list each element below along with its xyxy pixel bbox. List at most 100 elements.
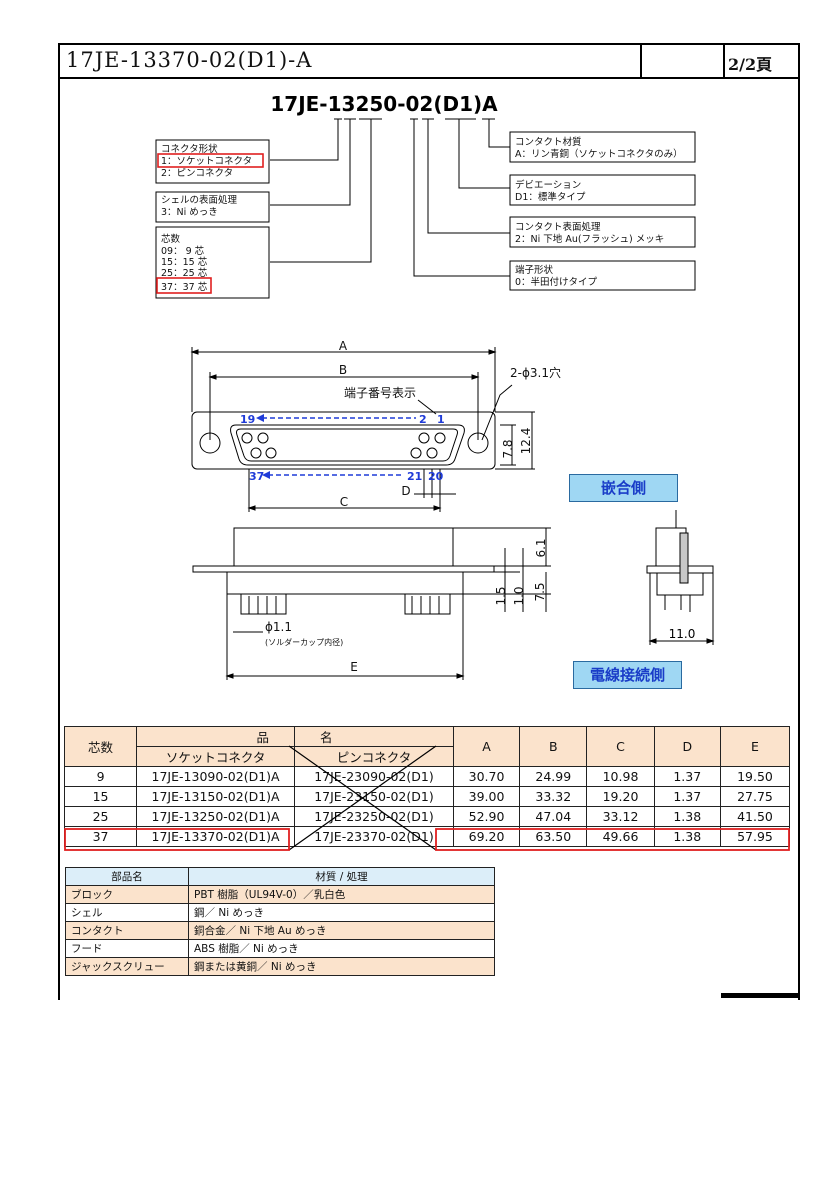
material-title: コンタクト材質 (515, 136, 582, 148)
shape-opt1: 1：ソケットコネクタ (161, 156, 252, 167)
dim-7-8: 7.8 (501, 439, 515, 458)
table-row-highlighted: 37 17JE-13370-02(D1)A 17JE-23370-02(D1) … (63, 826, 791, 847)
pins-o2: 15：15 芯 (161, 256, 208, 268)
cell: 41.50 (719, 806, 791, 827)
solder-cup-diameter: ϕ1.1 (265, 620, 292, 634)
cell: 57.95 (719, 826, 791, 847)
code-leader-lines (270, 118, 510, 277)
table-row: ブロック PBT 樹脂（UL94V-0）／乳白色 (65, 885, 495, 904)
socket-header: ソケットコネクタ (136, 746, 296, 767)
dim-b: B (339, 363, 347, 377)
dim-d: D (401, 484, 410, 498)
plating-opt: 2：Ni 下地 Au(フラッシュ) メッキ (515, 233, 664, 245)
cell: 17JE-13090-02(D1)A (136, 766, 296, 787)
title-divider (723, 45, 725, 77)
cell: 1.37 (653, 786, 721, 807)
col-pins-header: 芯数 (63, 726, 138, 767)
terminal-box (509, 260, 696, 291)
dim-1-0: 1.0 (512, 586, 526, 605)
shape-opt2: 2：ピンコネクタ (161, 168, 233, 179)
cell: 17JE-23250-02(D1) (294, 806, 454, 827)
col-name-header-a: 品 (136, 726, 296, 747)
pin-2-label: 2 (419, 413, 427, 426)
cell: 19.50 (719, 766, 791, 787)
cell: 鋼または黄銅／ Ni めっき (188, 957, 495, 976)
cell: 17JE-13250-02(D1)A (136, 806, 296, 827)
col-c-header: C (586, 726, 655, 767)
cell: 25 (63, 806, 138, 827)
mating-side-badge: 嵌合側 (569, 474, 678, 502)
connector-drawing: 17JE-13250-02(D1)A コネクタ形状 1：ソケットコネクタ 2：ピ… (155, 92, 715, 680)
cell: 33.32 (519, 786, 588, 807)
table-row: シェル 鋼／ Ni めっき (65, 903, 495, 922)
deviation-title: デビエーション (515, 179, 581, 191)
part-code: 17JE-13250-02(D1)A (270, 92, 498, 116)
dim-1-5: 1.5 (494, 586, 508, 605)
pin-19-label: 19 (240, 413, 255, 426)
cell: 69.20 (452, 826, 521, 847)
cell: 15 (63, 786, 138, 807)
material-opt: A：リン青銅（ソケットコネクタのみ） (515, 148, 683, 160)
cell: 9 (63, 766, 138, 787)
cell: シェル (65, 903, 189, 922)
col-b-header: B (519, 726, 588, 767)
cell: 24.99 (519, 766, 588, 787)
table-row: フード ABS 樹脂／ Ni めっき (65, 939, 495, 958)
pins-o1: 09： 9 芯 (161, 245, 205, 257)
col-name-header-b: 名 (294, 726, 454, 747)
pins-o3: 25：25 芯 (161, 267, 208, 279)
cell: 52.90 (452, 806, 521, 827)
table-row: 15 17JE-13150-02(D1)A 17JE-23150-02(D1) … (63, 786, 791, 807)
deviation-opt: D1：標準タイプ (515, 191, 586, 203)
document-title: 17JE-13370-02(D1)-A (66, 48, 313, 72)
title-divider (640, 45, 642, 77)
cell: 19.20 (586, 786, 655, 807)
cell: 17JE-23150-02(D1) (294, 786, 454, 807)
cross-section-view (646, 510, 715, 645)
pin-21-label: 21 (407, 470, 422, 483)
front-view (190, 347, 535, 512)
dim-7-5: 7.5 (533, 582, 547, 601)
solder-cup-note: (ソルダーカップ内径) (265, 637, 343, 647)
highlight-37 (156, 277, 212, 294)
pin-direction-arrows (262, 417, 416, 476)
material-box (509, 131, 696, 163)
highlight-socket (157, 153, 264, 168)
pins-box (155, 226, 270, 299)
dim-11-0: 11.0 (669, 627, 696, 641)
plating-box (509, 216, 696, 248)
hole-label: 2-ϕ3.1穴 (510, 365, 561, 380)
cell: 49.66 (586, 826, 655, 847)
col-a-header: A (452, 726, 521, 767)
side-view (192, 527, 551, 680)
cell: 鋼／ Ni めっき (188, 903, 495, 922)
cell: 27.75 (719, 786, 791, 807)
cell: フード (65, 939, 189, 958)
dim-c: C (340, 495, 348, 509)
cell: コンタクト (65, 921, 189, 940)
table-row: コンタクト 銅合金／ Ni 下地 Au めっき (65, 921, 495, 940)
dim-12-4: 12.4 (519, 428, 533, 455)
pin-header: ピンコネクタ (294, 746, 454, 767)
cell: 17JE-13370-02(D1)A (136, 826, 296, 847)
drawing-sheet: 17JE-13370-02(D1)-A 2/2頁 (58, 43, 800, 1000)
cell: 30.70 (452, 766, 521, 787)
cell: 33.12 (586, 806, 655, 827)
dim-e: E (350, 660, 358, 674)
material-table: 部品名 材質 / 処理 ブロック PBT 樹脂（UL94V-0）／乳白色 シェル… (65, 867, 495, 976)
cell: 1.38 (653, 826, 721, 847)
deviation-box (509, 174, 696, 206)
spec-table: 芯数 品 名 A B C D E ソケットコネクタ ピンコネクタ 9 17JE-… (63, 726, 791, 847)
table-row: ジャックスクリュー 鋼または黄銅／ Ni めっき (65, 957, 495, 976)
cell: 17JE-13150-02(D1)A (136, 786, 296, 807)
cell: 37 (63, 826, 138, 847)
mat-material-header: 材質 / 処理 (188, 867, 495, 886)
terminal-title: 端子形状 (515, 264, 554, 276)
shell-title: シェルの表面処理 (161, 194, 238, 206)
cell: 1.37 (653, 766, 721, 787)
pin-37-label: 37 (249, 470, 264, 483)
footer-bar (721, 993, 798, 998)
cell: 17JE-23090-02(D1) (294, 766, 454, 787)
cell: 47.04 (519, 806, 588, 827)
mat-part-header: 部品名 (65, 867, 189, 886)
